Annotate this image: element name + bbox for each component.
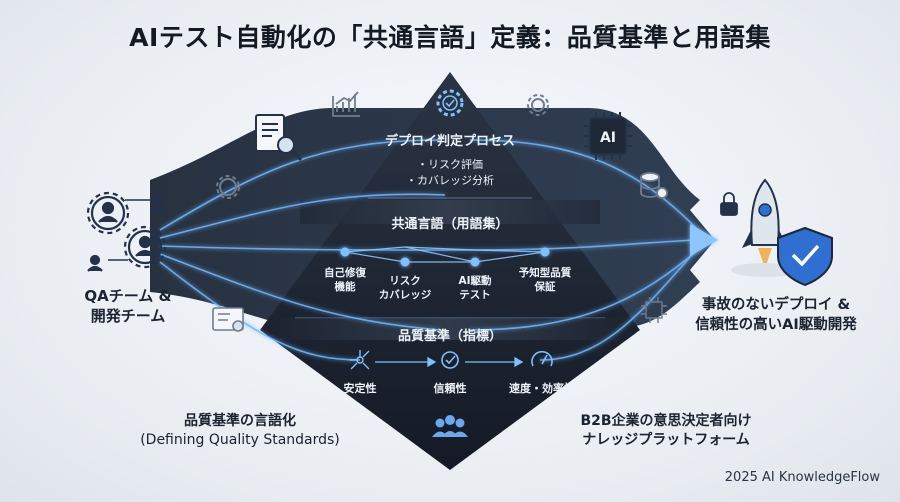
svg-text:AI: AI [600, 130, 616, 146]
caption-line: 品質基準の言語化 [184, 413, 296, 429]
caption-line: B2B企業の意思決定者向け [580, 413, 752, 429]
node-line: リスク [389, 275, 421, 287]
caption-quality-standards: 品質基準の言語化 (Defining Quality Standards) [90, 412, 390, 450]
label-line: 開発チーム [90, 307, 166, 325]
page-title: AIテスト自動化の「共通言語」定義：品質基準と用語集 [129, 23, 771, 52]
glossary-network [344, 246, 546, 263]
circuit-icon [641, 297, 667, 323]
caption-line: ナレッジプラットフォーム [582, 432, 750, 448]
glossary-node: AI駆動 テスト [430, 274, 520, 302]
gear-icon [527, 94, 549, 116]
glossary-node: 予知型品質 保証 [500, 266, 590, 294]
checklist-icon [212, 307, 244, 332]
gear-icon [216, 175, 240, 199]
database-icon [640, 172, 668, 199]
check-gear-icon [441, 351, 459, 369]
node-line: 保証 [534, 281, 556, 293]
document-search-icon [255, 114, 303, 162]
glossary-node: リスク カバレッジ [360, 274, 450, 302]
tier-top-title: デプロイ判定プロセス [384, 134, 515, 149]
node-line: 機能 [334, 281, 356, 293]
metric-label: 安定性 [343, 382, 377, 395]
lock-icon [720, 192, 738, 216]
tier-middle-title: 共通言語（用語集） [391, 217, 509, 232]
gear-people-icon [86, 191, 167, 272]
speedometer-icon [531, 350, 553, 367]
team-icon [432, 415, 468, 437]
metric-label: 速度・効率性 [509, 382, 575, 395]
chart-icon [332, 91, 360, 117]
tier-top-items: ・リスク評価 ・カバレッジ分析 [350, 157, 550, 189]
shield-check-icon [777, 226, 833, 287]
node-line: 予知型品質 [518, 267, 572, 279]
label-line: 事故のないデプロイ & [701, 297, 851, 313]
tier-top-item: ・カバレッジ分析 [406, 174, 494, 187]
node-line: 自己修復 [324, 267, 366, 279]
caption-line: (Defining Quality Standards) [140, 432, 340, 448]
source-teams-label: QAチーム & 開発チーム [58, 286, 198, 326]
node-line: AI駆動 [458, 275, 492, 287]
ai-chip-icon: AI [584, 112, 632, 160]
label-line: 信頼性の高いAI駆動開発 [695, 317, 857, 333]
node-line: カバレッジ [378, 289, 432, 301]
label-line: QAチーム & [84, 287, 172, 305]
flow-arrow-head [690, 224, 718, 256]
outcome-label: 事故のないデプロイ & 信頼性の高いAI駆動開発 [666, 295, 886, 335]
tier-bottom-title: 品質基準（指標） [397, 329, 502, 344]
glossary-node: 自己修復 機能 [300, 266, 390, 294]
caption-platform: B2B企業の意思決定者向け ナレッジプラットフォーム [556, 412, 776, 450]
node-line: テスト [459, 289, 491, 301]
network-icon [350, 350, 370, 370]
pyramid [260, 72, 640, 470]
tier-top-item: ・リスク評価 [417, 158, 483, 171]
gear-check-icon [436, 89, 464, 117]
footer-credit: 2025 AI KnowledgeFlow [724, 470, 880, 485]
metric-label: 信頼性 [433, 382, 467, 395]
